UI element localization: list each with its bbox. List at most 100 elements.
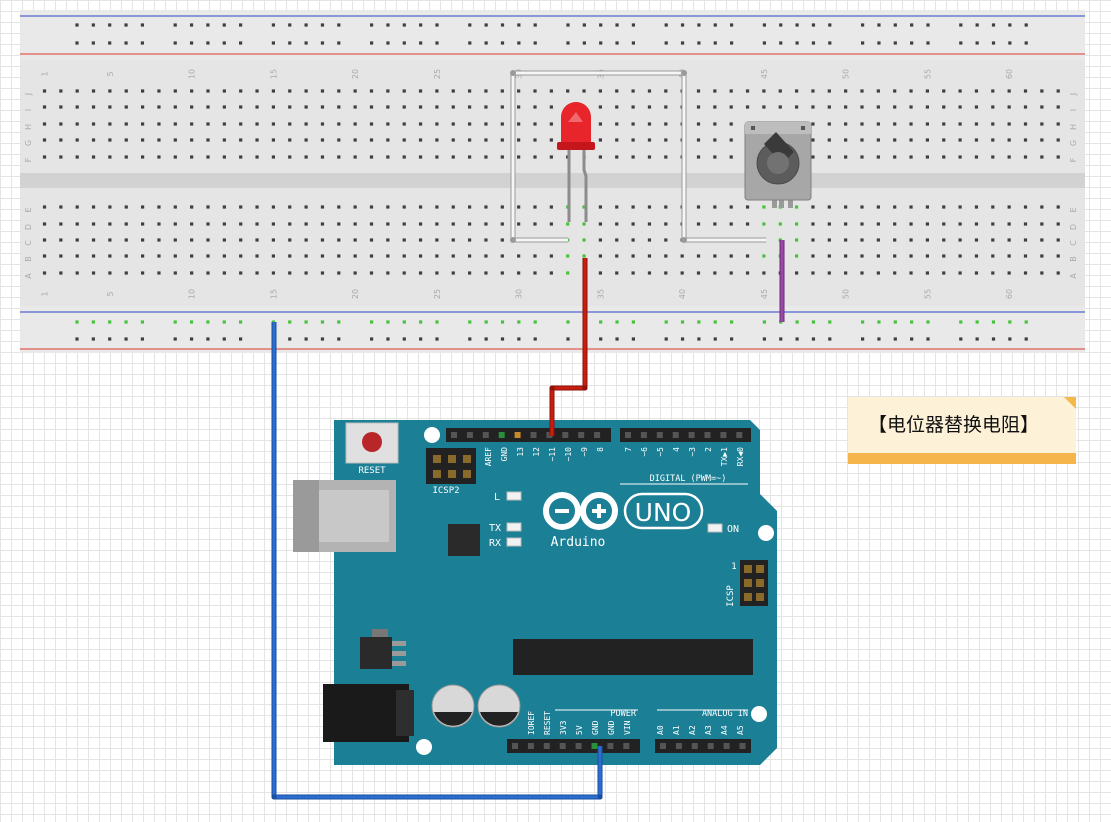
breadboard-hole xyxy=(108,222,112,226)
breadboard-hole xyxy=(141,238,145,242)
breadboard-hole xyxy=(762,89,766,93)
breadboard-hole xyxy=(582,254,586,258)
header-hole xyxy=(623,743,630,749)
breadboard-hole xyxy=(173,155,177,159)
power-pin-label: 3V3 xyxy=(559,720,568,735)
breadboard-hole xyxy=(337,89,341,93)
breadboard-hole xyxy=(239,271,243,275)
breadboard-hole xyxy=(418,138,423,142)
icsp-pin xyxy=(756,579,764,587)
digital-header-holes xyxy=(451,432,743,438)
breadboard-hole xyxy=(320,254,325,258)
wire-blue xyxy=(272,322,602,799)
rail-hole xyxy=(959,320,963,324)
breadboard-hole xyxy=(991,89,995,93)
breadboard-hole xyxy=(418,238,423,242)
rail-hole xyxy=(910,320,914,324)
rail-hole xyxy=(680,320,685,324)
breadboard-hole xyxy=(713,89,717,93)
rail-hole xyxy=(189,320,194,324)
potentiometer xyxy=(744,121,812,208)
rail-hole xyxy=(893,337,897,341)
breadboard-hole xyxy=(418,222,423,226)
breadboard-hole xyxy=(664,89,668,93)
breadboard-hole xyxy=(369,122,374,126)
usb-chip xyxy=(448,524,480,556)
breadboard-hole xyxy=(958,238,962,242)
breadboard-hole xyxy=(729,271,733,275)
breadboard-hole xyxy=(615,222,619,226)
breadboard-hole xyxy=(1056,254,1060,258)
breadboard-hole xyxy=(582,89,586,93)
breadboard-hole xyxy=(337,238,341,242)
breadboard-hole xyxy=(468,205,472,209)
rail-hole xyxy=(599,337,603,341)
column-number: 15 xyxy=(269,289,278,299)
rail-hole xyxy=(1024,337,1028,341)
rail-hole xyxy=(861,41,865,45)
breadboard-hole xyxy=(1056,122,1060,126)
breadboard-hole xyxy=(91,122,96,126)
breadboard-hole xyxy=(762,271,766,275)
breadboard-hole xyxy=(991,238,995,242)
breadboard-hole xyxy=(386,271,390,275)
breadboard-hole xyxy=(173,238,177,242)
breadboard-hole xyxy=(827,271,831,275)
breadboard-hole xyxy=(108,89,112,93)
icsp2-pins xyxy=(433,455,471,478)
rail-hole xyxy=(599,41,603,45)
digital-header-right xyxy=(620,428,751,442)
row-letter: D xyxy=(24,224,33,230)
breadboard-hole xyxy=(876,254,880,258)
digital-pin-label: 7 xyxy=(624,447,633,452)
breadboard-hole xyxy=(402,238,406,242)
breadboard-hole xyxy=(320,138,325,142)
breadboard-hole xyxy=(75,238,79,242)
header-hole xyxy=(656,432,663,438)
breadboard-hole xyxy=(533,205,537,209)
breadboard-hole xyxy=(222,89,226,93)
breadboard-hole xyxy=(811,238,815,242)
breadboard-hole xyxy=(1023,205,1028,209)
rail-hole xyxy=(533,23,537,27)
digital-pin-label: ~3 xyxy=(688,447,697,457)
breadboard-hole xyxy=(386,155,390,159)
breadboard-hole xyxy=(615,155,619,159)
rail-hole xyxy=(1024,41,1028,45)
rail-hole xyxy=(566,23,570,27)
breadboard-hole xyxy=(1023,238,1028,242)
breadboard-hole xyxy=(124,205,128,209)
breadboard-hole xyxy=(958,155,962,159)
breadboard-hole xyxy=(566,222,570,226)
analog-pin-label: A5 xyxy=(736,725,745,735)
header-hole xyxy=(660,743,666,749)
led-on xyxy=(707,523,723,533)
breadboard-hole xyxy=(598,205,602,209)
breadboard-hole xyxy=(255,205,259,209)
breadboard-hole xyxy=(435,254,439,258)
breadboard-hole xyxy=(124,122,128,126)
breadboard-hole xyxy=(729,222,733,226)
breadboard-hole xyxy=(647,205,652,209)
rail-hole xyxy=(239,320,243,324)
breadboard-hole xyxy=(91,238,96,242)
breadboard-hole xyxy=(549,89,553,93)
breadboard-hole xyxy=(713,222,717,226)
regulator-pin xyxy=(392,641,406,646)
rail-hole xyxy=(320,23,325,27)
breadboard-hole xyxy=(598,122,602,126)
breadboard-hole xyxy=(108,122,112,126)
breadboard-hole xyxy=(647,155,652,159)
breadboard-hole xyxy=(974,271,979,275)
rail-hole xyxy=(1024,23,1028,27)
rail-hole xyxy=(500,337,505,341)
breadboard-hole xyxy=(893,138,897,142)
breadboard-hole xyxy=(680,254,684,258)
breadboard-hole xyxy=(942,105,946,109)
rail-hole xyxy=(991,41,996,45)
breadboard-hole xyxy=(1023,89,1028,93)
breadboard-hole xyxy=(173,138,177,142)
column-number: 50 xyxy=(842,289,851,299)
rail-hole xyxy=(730,320,734,324)
reset-button-cap[interactable] xyxy=(362,432,382,452)
